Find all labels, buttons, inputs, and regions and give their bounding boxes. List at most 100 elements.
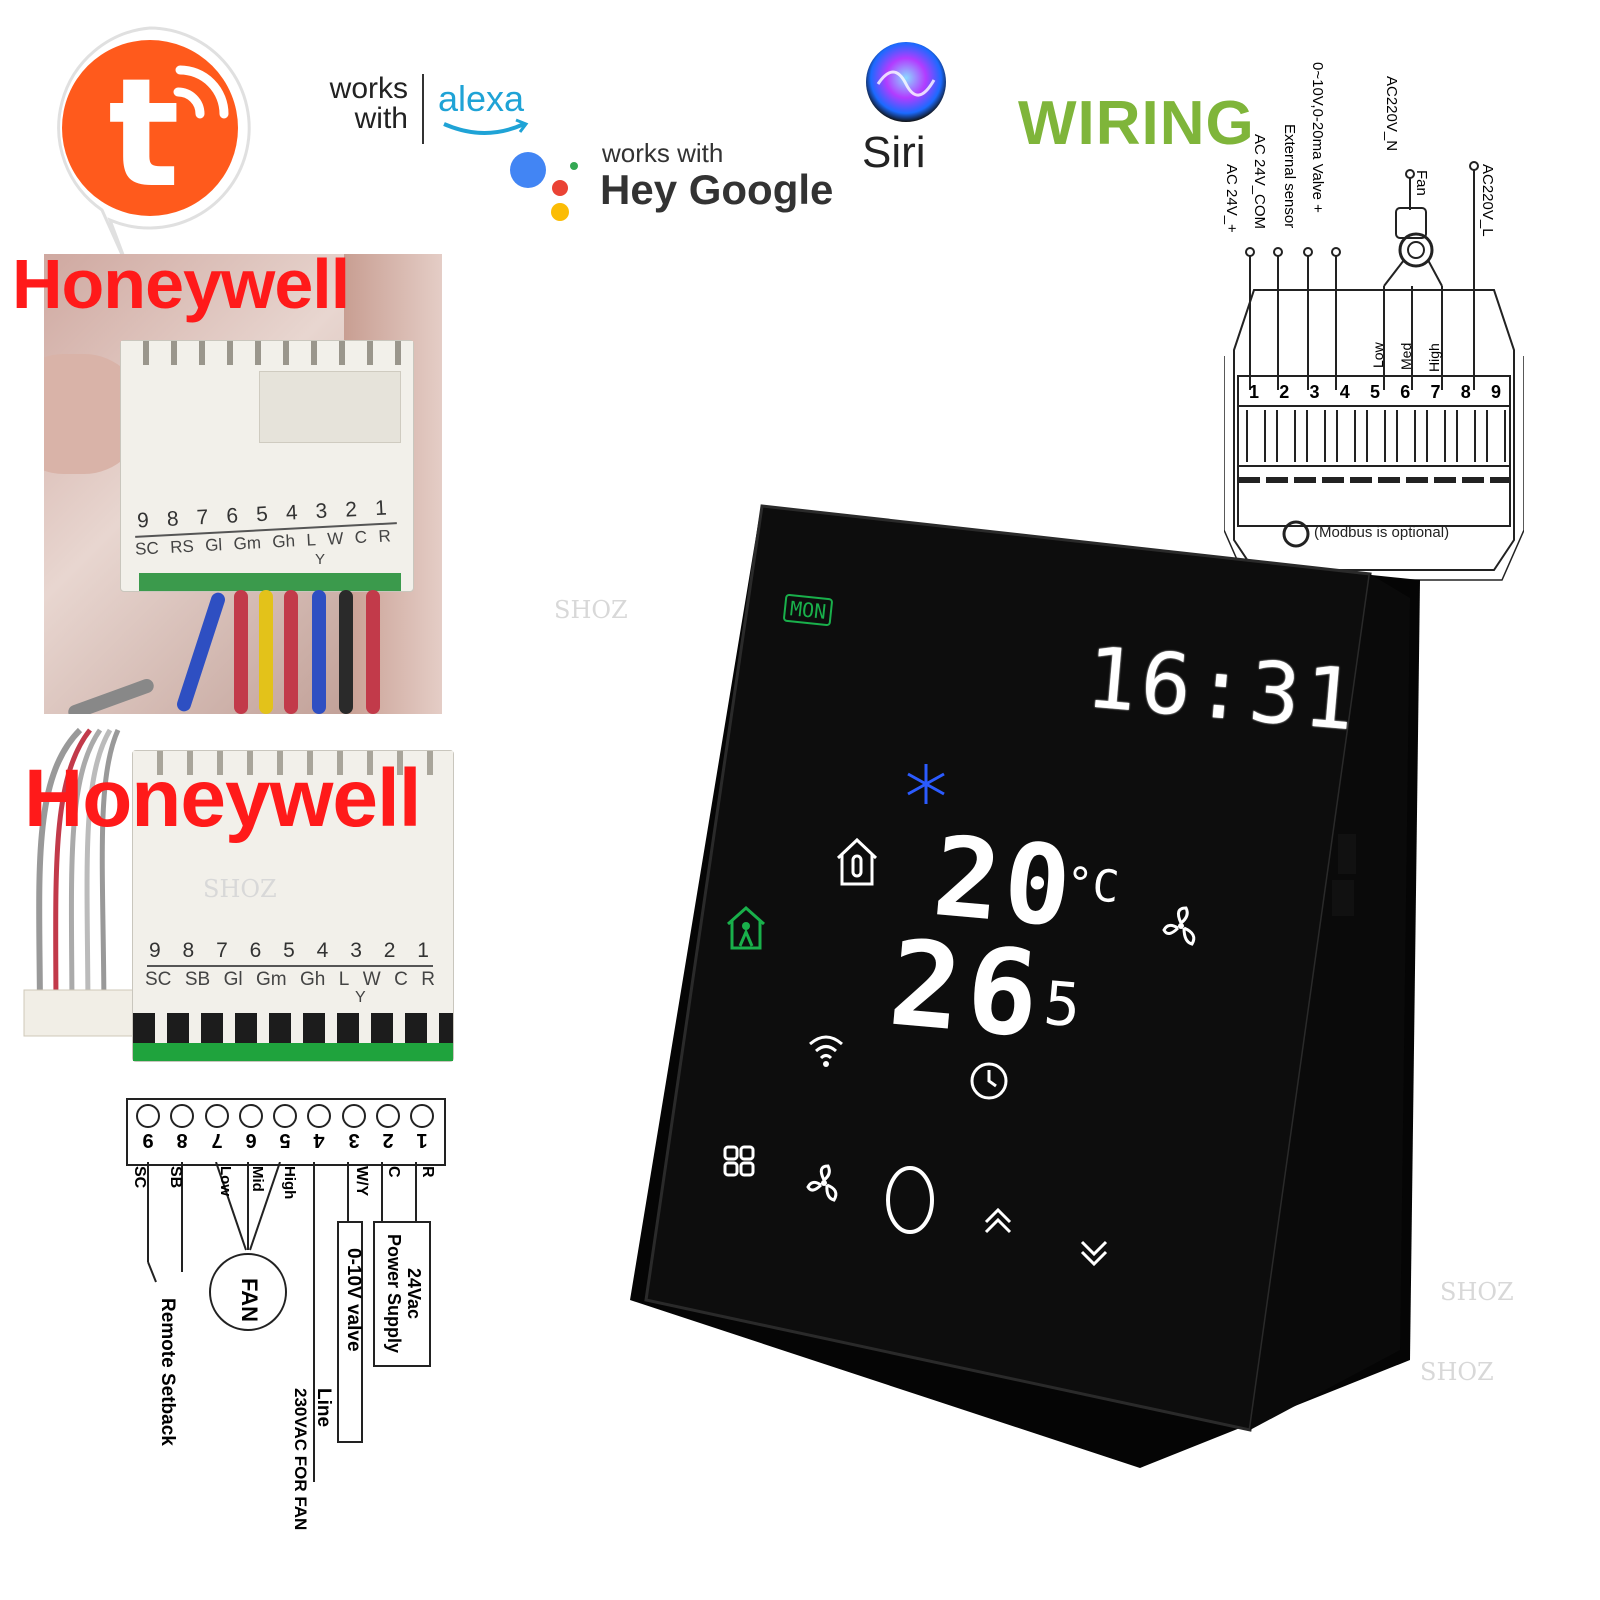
hw-term-num: 4 bbox=[313, 1129, 325, 1151]
watermark: SHOZ bbox=[554, 596, 628, 624]
term-signal: Gl bbox=[204, 535, 223, 556]
term-num: 2 bbox=[344, 498, 358, 522]
wiring-term-num: 7 bbox=[1430, 382, 1441, 402]
watermark: SHOZ bbox=[203, 875, 277, 903]
term-signal: Gm bbox=[233, 533, 262, 554]
hw-term-num: 8 bbox=[176, 1129, 188, 1151]
hw-fan-label: FAN bbox=[237, 1278, 262, 1322]
wiring-terminal-blocks bbox=[1240, 410, 1508, 462]
watermark: SHOZ bbox=[1440, 1278, 1514, 1306]
term-signal: R bbox=[377, 526, 392, 546]
power-button-icon[interactable] bbox=[882, 1164, 938, 1236]
term-num: 9 bbox=[149, 939, 161, 962]
snowflake-icon bbox=[907, 764, 945, 804]
term-num: 7 bbox=[216, 939, 228, 962]
arrow-down-icon[interactable] bbox=[1074, 1234, 1114, 1274]
wiring-label-ext-sensor: External sensor bbox=[1281, 124, 1298, 229]
hw-label-r: R bbox=[419, 1166, 436, 1178]
term-num: 1 bbox=[374, 496, 388, 521]
hw-term-num: 6 bbox=[245, 1129, 257, 1151]
hw-term-num: 5 bbox=[279, 1129, 291, 1151]
term-signal: Gl bbox=[223, 969, 243, 990]
wiring-diagram: 1 2 3 4 5 6 7 8 9 AC 24V_+ AC 24V_COM Ex… bbox=[1223, 60, 1524, 600]
wiring-term-row: 1 2 3 4 5 6 7 8 9 bbox=[1240, 382, 1510, 403]
hw-term-num: 9 bbox=[142, 1129, 154, 1151]
wiring-label-ac24-com: AC 24V_COM bbox=[1251, 134, 1268, 230]
person-home-icon bbox=[727, 905, 765, 950]
term-signal-sub: Y bbox=[315, 551, 326, 568]
term-signal: L bbox=[305, 530, 317, 550]
alexa-wordmark: alexa bbox=[438, 78, 525, 119]
term-signal: Gh bbox=[271, 531, 296, 552]
term-num: 5 bbox=[255, 502, 269, 527]
wiring-speed-high: High bbox=[1426, 343, 1442, 372]
terminal-photo-1: 9 8 7 6 5 4 3 2 1 SC RS Gl Gm Gh L W C R… bbox=[44, 254, 442, 714]
menu-grid-icon[interactable] bbox=[722, 1144, 756, 1178]
clock-icon[interactable] bbox=[968, 1060, 1010, 1102]
hw-label-mid: Mid bbox=[249, 1166, 266, 1192]
room-temperature-decimal: 5 bbox=[1041, 968, 1084, 1042]
temperature-unit: °C bbox=[1063, 857, 1122, 914]
alexa-smile-icon bbox=[443, 118, 529, 135]
wiring-term-num: 6 bbox=[1400, 382, 1411, 402]
term-signal: R bbox=[421, 969, 435, 990]
wiring-term-num: 1 bbox=[1248, 382, 1259, 402]
honeywell-label-2: Honeywell bbox=[24, 753, 422, 844]
term-signal: SC bbox=[145, 969, 172, 990]
wifi-icon[interactable] bbox=[806, 1030, 846, 1070]
term-num: 8 bbox=[166, 507, 180, 531]
term-num: 3 bbox=[314, 499, 328, 524]
term-num: 4 bbox=[285, 501, 299, 525]
term-num: 5 bbox=[283, 939, 295, 962]
term-num: 6 bbox=[225, 504, 239, 528]
tuya-logo: t bbox=[57, 26, 251, 269]
wiring-label-ac24-plus: AC 24V_+ bbox=[1223, 164, 1240, 233]
hw-label-sb: SB bbox=[167, 1166, 184, 1189]
hw-term-num: 7 bbox=[210, 1129, 223, 1151]
google-works-with: works with bbox=[602, 138, 724, 168]
term-signal: C bbox=[394, 969, 408, 990]
wiring-label-ac220-l: AC220V_L bbox=[1479, 164, 1496, 237]
wiring-term-num: 9 bbox=[1490, 382, 1501, 402]
term-signal-sub: Y bbox=[355, 989, 366, 1006]
wiring-speed-low: Low bbox=[1370, 342, 1386, 368]
fan-icon bbox=[1162, 906, 1196, 946]
hw-term-num: 3 bbox=[347, 1129, 360, 1151]
wiring-term-num: 5 bbox=[1369, 382, 1380, 402]
hw-term-num: 2 bbox=[382, 1129, 394, 1151]
fan-speed-icon[interactable] bbox=[804, 1162, 844, 1204]
term-num: 6 bbox=[249, 939, 262, 962]
term-num: 1 bbox=[417, 939, 429, 962]
arrow-up-icon[interactable] bbox=[978, 1200, 1018, 1240]
modbus-note: (Modbus is optional) bbox=[1314, 524, 1450, 541]
term-num: 2 bbox=[383, 939, 396, 962]
honeywell-label-1: Honeywell bbox=[12, 245, 350, 323]
hw-line-label: Line bbox=[313, 1388, 334, 1428]
term-signal: L bbox=[338, 969, 350, 990]
term-num: 7 bbox=[196, 505, 209, 530]
term-signal: RS bbox=[169, 536, 195, 557]
tuya-letter: t bbox=[108, 47, 180, 221]
hw-terminals: 9 8 7 6 5 4 3 2 1 bbox=[134, 1104, 436, 1151]
watermark: SHOZ bbox=[1420, 1358, 1494, 1386]
hw-remote-label: Remote Setback bbox=[157, 1298, 178, 1446]
hw-supply-label-2: Power Supply bbox=[384, 1234, 404, 1354]
term-num: 3 bbox=[350, 939, 362, 962]
google-hey: Hey Google bbox=[600, 166, 834, 213]
siri-orb-icon bbox=[866, 42, 946, 122]
wiring-speed-med: Med bbox=[1398, 342, 1414, 370]
hw-label-sc: SC bbox=[131, 1166, 148, 1189]
works-text: works bbox=[329, 72, 408, 105]
term-num: 8 bbox=[182, 939, 195, 962]
wiring-term-num: 3 bbox=[1309, 382, 1320, 402]
hw-line-note: 230VAC FOR FAN bbox=[291, 1388, 310, 1531]
wiring-label-valve: 0~10V,0-20ma Valve + bbox=[1309, 62, 1326, 213]
term-signal: SB bbox=[184, 969, 211, 990]
hw-label-wy: W/Y bbox=[353, 1166, 370, 1197]
wiring-label-fan: Fan bbox=[1413, 170, 1430, 196]
hw-label-c: C bbox=[385, 1166, 402, 1178]
hw-supply-label-1: 24Vac bbox=[404, 1268, 424, 1320]
hw-label-high: High bbox=[281, 1166, 298, 1200]
terminal-photo-2: SHOZ 9 8 7 6 5 4 3 2 1 SC SB Gl Gm Gh L … bbox=[20, 720, 472, 1080]
hey-google-logo: works with Hey Google bbox=[506, 138, 846, 228]
